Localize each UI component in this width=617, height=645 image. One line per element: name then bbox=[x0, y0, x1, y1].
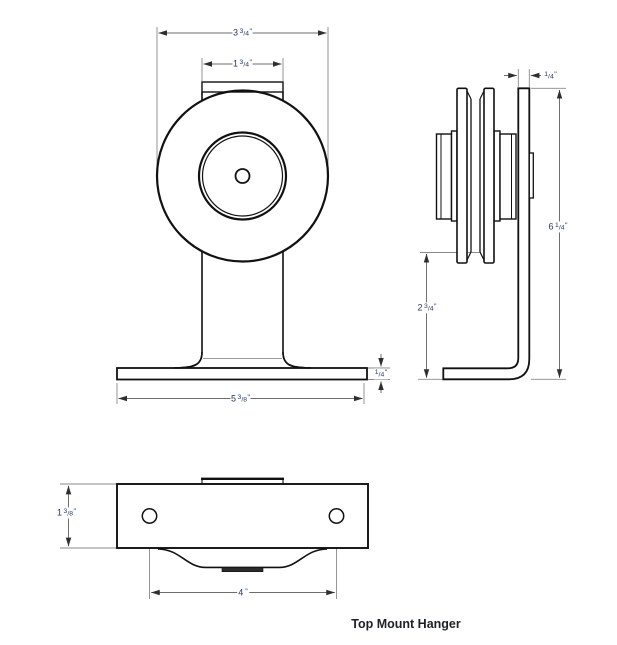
base-width-extension-lines bbox=[116, 383, 365, 404]
wheel-diameter-extension-lines bbox=[156, 27, 329, 171]
hub-inner-circle bbox=[201, 135, 284, 217]
strap-edge-bar bbox=[221, 567, 264, 573]
base-plate bbox=[116, 367, 368, 381]
overall-height-extension-lines bbox=[531, 87, 566, 380]
hub-collar-left bbox=[450, 130, 458, 222]
hub-end-cap bbox=[435, 133, 453, 220]
axle-hole bbox=[234, 168, 251, 184]
front-view bbox=[116, 27, 390, 404]
side-view bbox=[418, 69, 566, 381]
mounting-hole-right bbox=[328, 508, 345, 524]
strap-flare-curves bbox=[173, 351, 312, 369]
plate-depth-extension-lines bbox=[60, 483, 117, 549]
wheel-groove-lines bbox=[470, 99, 481, 252]
axle-bolt-end bbox=[528, 152, 534, 199]
dim-label-base-thickness: 1/4" bbox=[373, 367, 389, 380]
wheel-flange-inner bbox=[483, 87, 495, 264]
flare-silhouette bbox=[157, 548, 328, 569]
base-plate-outline bbox=[116, 483, 369, 549]
hub-collar-right bbox=[493, 130, 501, 222]
bottom-view bbox=[60, 477, 369, 599]
dim-label-hole-spacing: 4" bbox=[237, 586, 249, 599]
drawing-caption: Top Mount Hanger bbox=[351, 616, 461, 631]
wheel-groove-chamfers bbox=[466, 91, 485, 260]
mounting-bracket bbox=[442, 87, 531, 381]
hub-outer-circle bbox=[197, 131, 288, 221]
wheel-circle bbox=[155, 89, 330, 263]
hub-spacer bbox=[499, 133, 517, 220]
clearance-height-extension-lines bbox=[418, 252, 481, 380]
plate-thickness-extension-lines bbox=[517, 69, 530, 87]
mounting-hole-left bbox=[141, 508, 158, 524]
dim-label-plate-thickness: 1/4" bbox=[543, 69, 558, 82]
wheel-flange-outer bbox=[456, 87, 468, 264]
strap-top-tab bbox=[201, 81, 284, 93]
strap-width-extension-lines bbox=[201, 58, 284, 81]
